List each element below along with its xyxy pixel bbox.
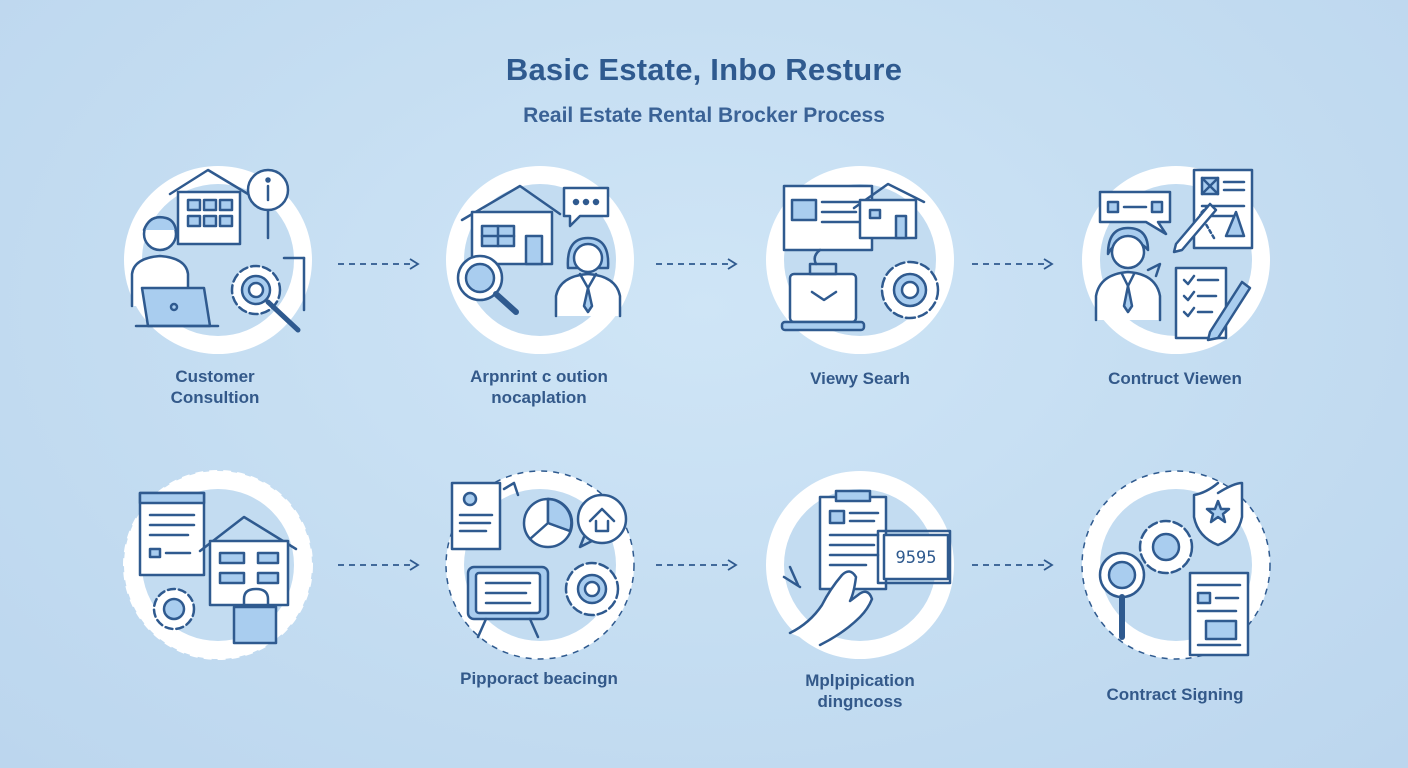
screen-number: 9595: [896, 548, 937, 568]
dashed-arrow: [970, 257, 1056, 271]
step-label: Pipporact beacingn: [460, 669, 618, 688]
step-label: Contract Signing: [1106, 685, 1244, 704]
presentation-icon: [445, 470, 635, 660]
consultation-icon: [124, 166, 312, 354]
step-label: Contruct Viewen: [1108, 369, 1242, 388]
step-application: 9595: [750, 455, 970, 675]
application-icon: 9595: [766, 471, 954, 659]
step-label: Arpnrint c oution nocaplation: [470, 367, 608, 407]
step-label: Mplpipication dingncoss: [805, 671, 915, 711]
step-customer-consultation: [108, 150, 328, 370]
page-title: Basic Estate, Inbo Resture: [505, 52, 903, 87]
page-subtitle: Reail Estate Rental Brocker Process: [523, 104, 885, 127]
viewing-icon: [766, 166, 954, 354]
step-viewing-search: [750, 150, 970, 370]
step-contract-signing: [1066, 455, 1286, 675]
step-property-documents: [108, 455, 328, 675]
step-label: Customer Consultion: [170, 367, 260, 407]
contract-signing-icon: [1081, 470, 1271, 660]
property-search-icon: [446, 166, 634, 354]
step-contract-review: [1066, 150, 1286, 370]
contract-review-icon: [1082, 166, 1270, 354]
step-label: Viewy Searh: [810, 369, 910, 388]
dashed-arrow: [654, 257, 740, 271]
property-document-icon: [123, 470, 313, 660]
dashed-arrow: [336, 257, 422, 271]
dashed-arrow: [970, 558, 1056, 572]
step-property-search: [430, 150, 650, 370]
dashed-arrow: [336, 558, 422, 572]
dashed-arrow: [654, 558, 740, 572]
step-property-presentation: [430, 455, 650, 675]
